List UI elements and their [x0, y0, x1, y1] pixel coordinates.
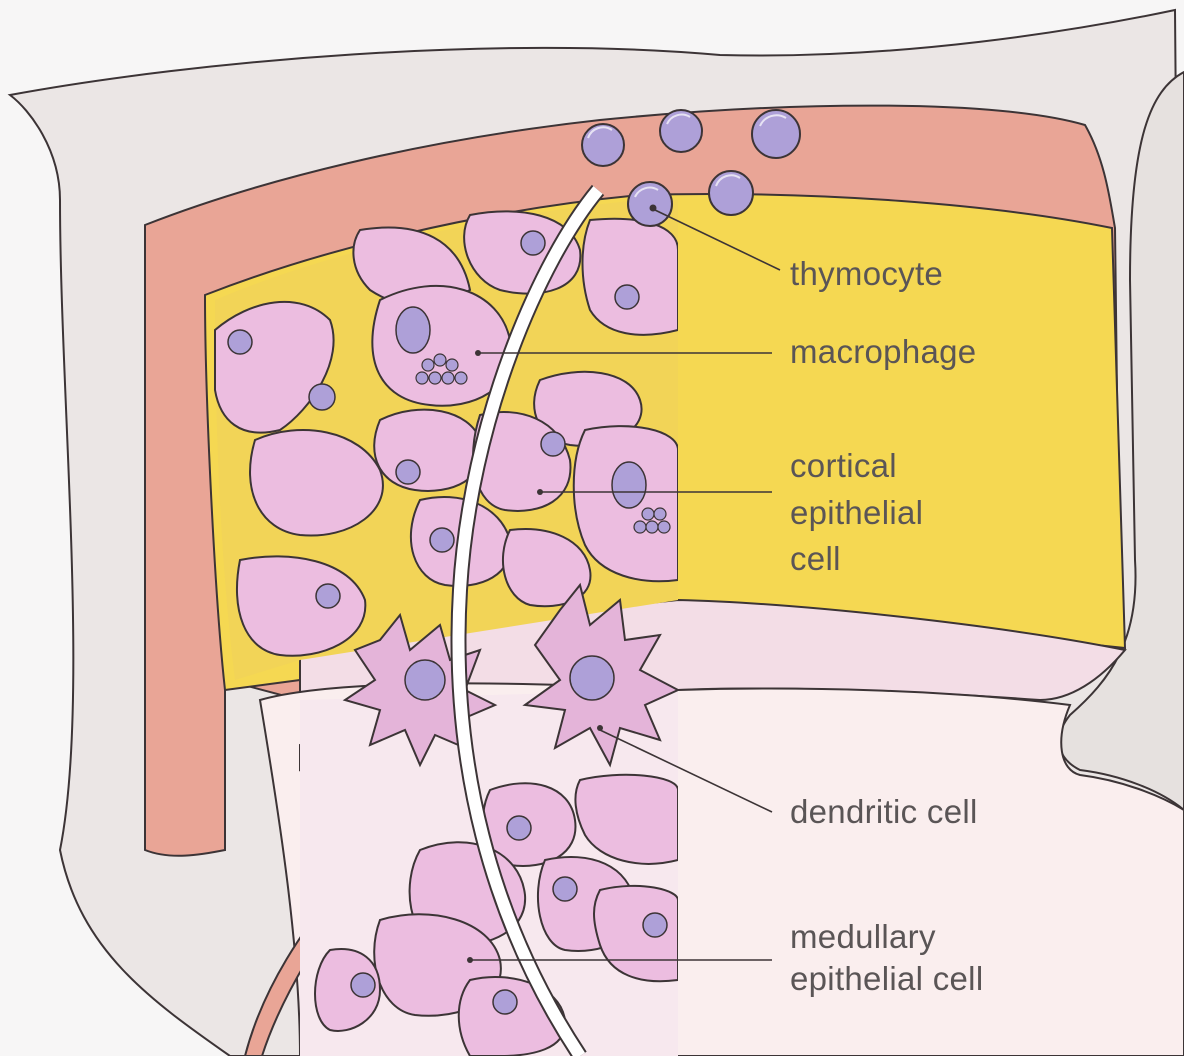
label-dendritic-cell: dendritic cell — [790, 793, 978, 830]
label-cortical-line-2: epithelial — [790, 494, 923, 531]
label-medullary-line-1: medullary — [790, 918, 936, 955]
label-medullary-line-2: epithelial cell — [790, 960, 983, 997]
label-cortical-line-1: cortical — [790, 447, 897, 484]
label-macrophage: macrophage — [790, 333, 976, 370]
label-thymocyte: thymocyte — [790, 255, 943, 292]
label-cortical-line-3: cell — [790, 540, 841, 577]
